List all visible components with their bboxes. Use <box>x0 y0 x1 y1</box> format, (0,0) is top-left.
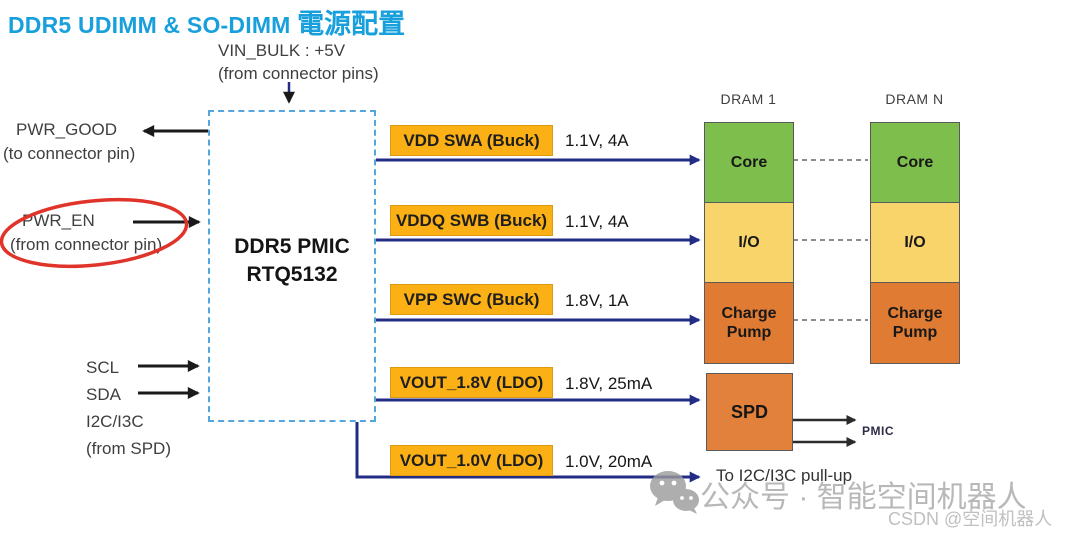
dramN-block: Core I/O Charge Pump <box>870 122 960 364</box>
pmic-block <box>208 110 376 422</box>
watermark-csdn-text: CSDN @空间机器人 <box>888 509 1053 529</box>
dramN-io-cell: I/O <box>871 203 959 283</box>
i2c-note: (from SPD) <box>86 439 171 458</box>
rail-label-text: VDD SWA (Buck) <box>403 130 540 150</box>
rail-label-vout-1v8: VOUT_1.8V (LDO) <box>390 367 553 398</box>
page-title-latin: DDR5 UDIMM & SO-DIMM <box>8 12 298 38</box>
rail-label-vdd-swa: VDD SWA (Buck) <box>390 125 553 156</box>
pwr-en-note: (from connector pin) <box>10 235 163 254</box>
vin-bulk-line1: VIN_BULK : +5V <box>218 41 346 60</box>
spd-out-pmic-label: PMIC <box>862 424 894 438</box>
dram1-core-cell: Core <box>705 123 793 203</box>
pwr-good-label: PWR_GOOD (to connector pin) <box>3 118 135 166</box>
rail-value-vpp-swc: 1.8V, 1A <box>565 291 629 310</box>
rail-label-text: VOUT_1.0V (LDO) <box>399 450 544 470</box>
page-title: DDR5 UDIMM & SO-DIMM 電源配置 <box>8 2 405 41</box>
rail-label-vddq-swb: VDDQ SWB (Buck) <box>390 205 553 236</box>
rail-label-text: VPP SWC (Buck) <box>403 289 540 309</box>
pwr-good-name: PWR_GOOD <box>16 120 118 139</box>
dramN-core-cell: Core <box>871 123 959 203</box>
rail-value-vddq-swb: 1.1V, 4A <box>565 212 629 231</box>
spd-label: SPD <box>730 401 768 422</box>
rail-label-vout-1v0: VOUT_1.0V (LDO) <box>390 445 553 476</box>
sda-label: SDA <box>86 385 121 404</box>
vin-bulk-line2: (from connector pins) <box>218 64 379 83</box>
rail-label-text: VDDQ SWB (Buck) <box>395 210 548 230</box>
i2c-pullup-note: To I2C/I3C pull-up <box>716 466 853 485</box>
rail-label-vpp-swc: VPP SWC (Buck) <box>390 284 553 315</box>
rail-value-vout-1v8: 1.8V, 25mA <box>565 374 653 393</box>
pwr-en-name: PWR_EN <box>22 211 95 230</box>
rail-label-text: VOUT_1.8V (LDO) <box>399 372 544 392</box>
dram1-block: Core I/O Charge Pump <box>704 122 794 364</box>
pwr-en-label: PWR_EN (from connector pin) <box>10 209 162 257</box>
vin-bulk-label: VIN_BULK : +5V (from connector pins) <box>218 39 379 85</box>
page-title-cjk: 電源配置 <box>297 9 406 39</box>
dramN-charge-pump-cell: Charge Pump <box>871 283 959 363</box>
dram1-header: DRAM 1 <box>720 91 777 107</box>
wechat-icon <box>650 471 699 514</box>
pmic-part-number: RTQ5132 <box>246 263 338 286</box>
pmic-name: DDR5 PMIC <box>234 235 350 258</box>
dramN-header: DRAM N <box>885 91 944 107</box>
pwr-good-note: (to connector pin) <box>3 144 136 163</box>
pmic-block-label: DDR5 PMIC RTQ5132 <box>208 233 376 289</box>
watermark-wechat-text: 公众号 · 智能空间机器人 <box>700 481 1027 514</box>
spd-block: SPD <box>706 373 793 451</box>
i2c-label: I2C/I3C <box>86 412 144 431</box>
dram1-charge-pump-cell: Charge Pump <box>705 283 793 363</box>
rail-value-vdd-swa: 1.1V, 4A <box>565 131 629 150</box>
scl-label: SCL <box>86 358 120 377</box>
dram1-io-cell: I/O <box>705 203 793 283</box>
rail-value-vout-1v0: 1.0V, 20mA <box>565 452 653 471</box>
i2c-pins-label: SCL SDA I2C/I3C (from SPD) <box>86 354 171 462</box>
